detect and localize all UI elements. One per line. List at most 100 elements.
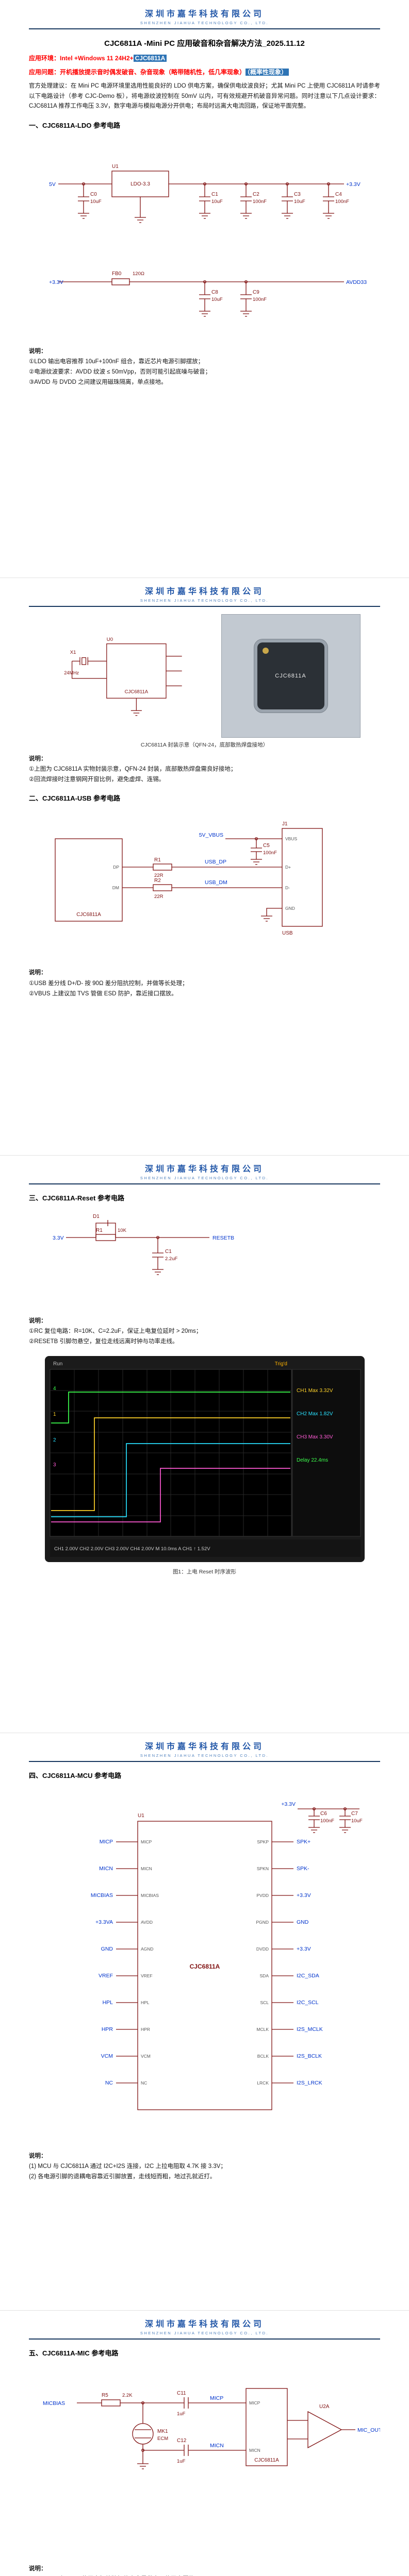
part-value: 100nF [253, 297, 267, 302]
page-header: 深圳市嘉华科技有限公司 SHENZHEN JIAHUA TECHNOLOGY C… [29, 1155, 380, 1184]
ref-des: U1 [112, 164, 119, 170]
notes-label: 说明： [29, 756, 47, 762]
trace-ch4 [51, 1392, 290, 1424]
oscilloscope-figure: 1 2 3 4 Run Trig'd CH1 Max 3.32V CH2 Max… [29, 1356, 380, 1575]
part-value: 100nF [253, 199, 267, 205]
page-header: 深圳市嘉华科技有限公司 SHENZHEN JIAHUA TECHNOLOGY C… [29, 2310, 380, 2340]
pin-name: MCLK [256, 2027, 269, 2032]
part-value: LDO-3.3 [130, 181, 150, 187]
pin-name: PVDD [256, 1893, 269, 1898]
pin-name: MICP [141, 1839, 152, 1844]
part-value: USB [282, 930, 293, 936]
pin-name: MICN [249, 2448, 260, 2453]
ref-des: J1 [282, 821, 288, 827]
company-name-cn: 深圳市嘉华科技有限公司 [144, 2320, 264, 2329]
section-2-title: 二、CJC6811A-USB 参考电路 [29, 794, 120, 803]
net-label: USB_DP [205, 859, 226, 865]
company-name-en: SHENZHEN JIAHUA TECHNOLOGY CO., LTD. [140, 598, 269, 603]
pin-name: D- [285, 885, 290, 890]
measurement: Delay 22.4ms [297, 1458, 328, 1463]
net-label: HPL [102, 1999, 113, 2006]
notes-label: 说明： [29, 348, 47, 354]
part-value: 2.2uF [165, 1256, 177, 1262]
mic-schematic: MICBIAS R5 2.2K MK1 ECM C11 1uF C12 1uF … [43, 2388, 380, 2469]
ref-des: C3 [294, 192, 301, 197]
env-highlight: CJC6811A [133, 55, 167, 62]
part-value: 1uF [177, 2459, 186, 2464]
net-label: I2S_LRCK [297, 2080, 322, 2086]
part-value: 10K [118, 1228, 127, 1233]
pin-name: GND [285, 906, 295, 911]
measurement: CH1 Max 3.32V [297, 1388, 333, 1394]
pin-name: SPKP [257, 1839, 269, 1844]
net-label: I2C_SDA [297, 1973, 319, 1979]
net-label: MICP [210, 2395, 223, 2401]
net-label: MICBIAS [90, 1892, 112, 1899]
ref-des: U1 [138, 1813, 144, 1819]
pin-name: HPR [141, 2027, 150, 2032]
ref-des: C8 [211, 290, 218, 295]
package-figures: U0 CJC6811A X1 24MHz CJC6811A [29, 614, 380, 738]
pin-name: MICBIAS [141, 1893, 159, 1898]
pin-name: SDA [259, 1973, 269, 1978]
notes-label: 说明： [29, 970, 47, 976]
part-value: CJC6811A [254, 2458, 279, 2463]
notes-block: 说明： ①USB 差分线 D+/D- 按 90Ω 差分阻抗控制，并做等长处理； … [29, 968, 380, 998]
ref-des: C1 [165, 1249, 172, 1255]
part-value: 100nF [320, 1818, 334, 1824]
part-value: 10uF [211, 199, 223, 205]
note-line: ②VBUS 上建议加 TVS 管做 ESD 防护，靠近接口摆放。 [29, 990, 177, 997]
scope-settings: CH1 2.00V CH2 2.00V CH3 2.00V CH4 2.00V … [54, 1546, 210, 1552]
ref-des: R2 [154, 878, 161, 884]
net-label: GND [101, 1946, 113, 1952]
ref-des: C9 [253, 290, 259, 295]
net-label: AVDD33 [346, 279, 367, 285]
net-label: MICP [99, 1839, 112, 1845]
figure-caption: CJC6811A 封装示意（QFN-24，底部散热焊盘接地） [140, 742, 269, 748]
company-name-en: SHENZHEN JIAHUA TECHNOLOGY CO., LTD. [140, 2331, 269, 2335]
pin-name: DM [112, 885, 119, 890]
ref-des: MK1 [157, 2429, 168, 2434]
trace-ch3 [51, 1468, 290, 1523]
part-value: 10uF [90, 199, 102, 205]
notes-label: 说明： [29, 2566, 47, 2572]
header-divider [29, 2338, 380, 2340]
ref-des: C1 [211, 192, 218, 197]
ref-des: D1 [93, 1214, 100, 1219]
net-label: VCM [101, 2053, 112, 2059]
note-line: ①LDO 输出电容推荐 10uF+100nF 组合，靠近芯片电源引脚摆放； [29, 358, 204, 365]
part-value: 100nF [263, 850, 277, 856]
net-label: MICN [99, 1866, 113, 1872]
ref-des: X1 [70, 650, 76, 655]
section-5-title: 五、CJC6811A-MIC 参考电路 [29, 2349, 119, 2357]
env-label: 应用环境： [29, 55, 60, 62]
part-value: 22R [154, 894, 163, 900]
ref-des: C11 [177, 2391, 186, 2396]
part-value: CJC6811A [124, 689, 148, 695]
net-label: MICN [210, 2443, 224, 2449]
header-divider [29, 28, 380, 29]
issue-highlight: （概率性现象） [246, 69, 289, 76]
net-label: MIC_OUT [357, 2427, 380, 2433]
ref-des: R1 [154, 857, 161, 863]
note-line: ②回流焊接时注意钢网开窗比例，避免虚焊、连锡。 [29, 776, 165, 783]
notes-block: 说明： (1) MCU 与 CJC6811A 通过 I2C+I2S 连接，I2C… [29, 2151, 380, 2182]
package-photo: CJC6811A [221, 614, 361, 738]
wires [58, 170, 344, 317]
net-label: HPR [101, 2026, 113, 2032]
pin-name: DP [113, 865, 119, 870]
part-value: 10uF [211, 297, 223, 302]
notes-label: 说明： [29, 2153, 47, 2159]
ref-des: FB0 [112, 271, 122, 277]
company-name-en: SHENZHEN JIAHUA TECHNOLOGY CO., LTD. [140, 21, 269, 25]
pin-name: VREF [141, 1973, 153, 1978]
ref-des: C12 [177, 2438, 187, 2444]
page-4: 深圳市嘉华科技有限公司 SHENZHEN JIAHUA TECHNOLOGY C… [0, 1733, 409, 2310]
net-label: VREF [98, 1973, 112, 1979]
page-2: 深圳市嘉华科技有限公司 SHENZHEN JIAHUA TECHNOLOGY C… [0, 578, 409, 1155]
measurement: CH2 Max 1.82V [297, 1411, 333, 1417]
part-value: 22R [154, 873, 163, 878]
mcu-schematic: U1 CJC6811A +3.3V C6 100nF C7 10uF MICP … [90, 1801, 362, 2110]
net-label: I2S_MCLK [297, 2026, 323, 2032]
company-name-cn: 深圳市嘉华科技有限公司 [144, 1742, 264, 1751]
